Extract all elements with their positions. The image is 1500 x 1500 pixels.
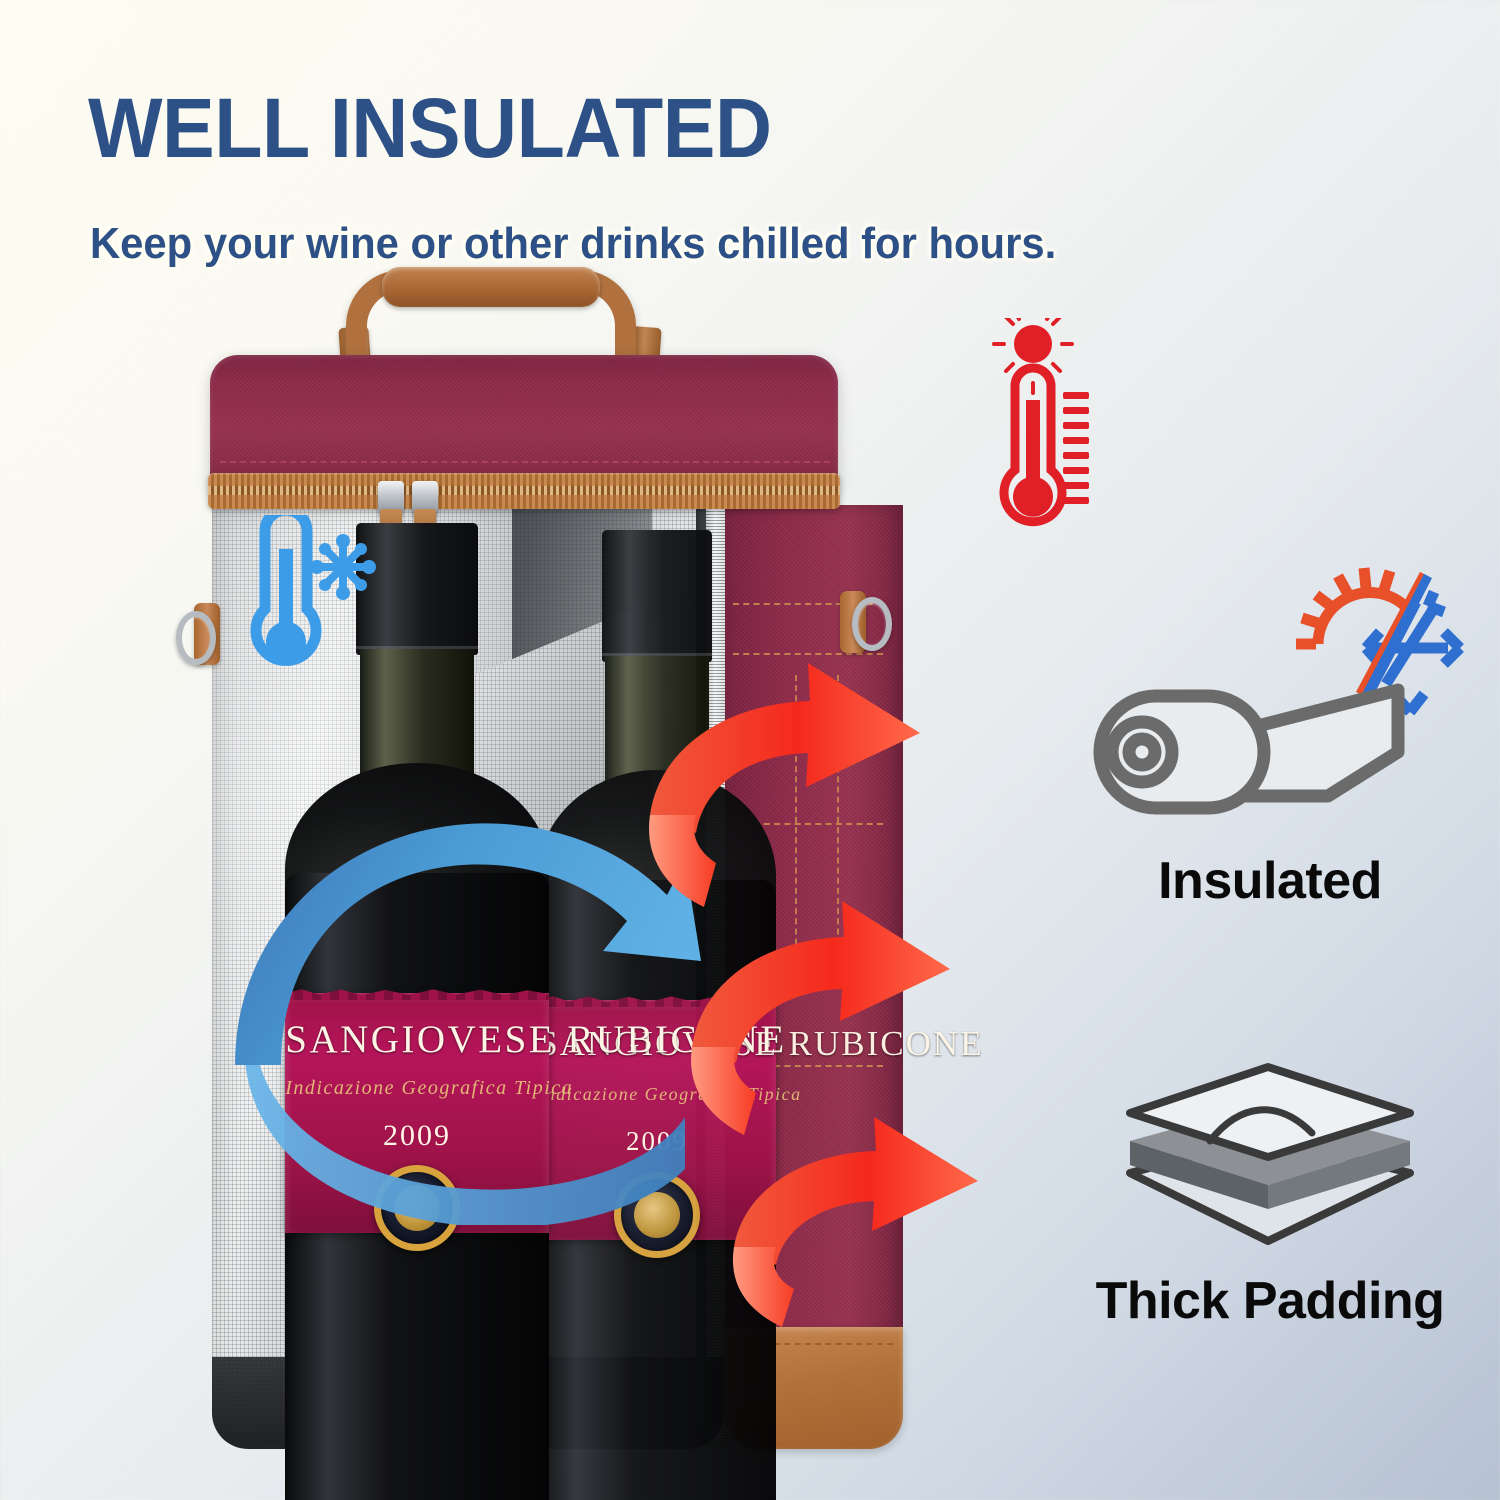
lid-stitching: [220, 461, 830, 463]
bag-lid: [210, 355, 838, 495]
shell-stitching: [795, 675, 797, 975]
shell-stitching: [733, 603, 883, 605]
zipper-teeth: [208, 486, 840, 495]
page-title: WELL INSULATED: [88, 81, 772, 175]
label-vintage-year: 2009: [383, 1119, 451, 1152]
label-subtitle: Indicazione Geografica Tipica: [285, 1077, 574, 1099]
product-image-wine-tote-bag: SANGIOVESE RUBICONE Indicazione Geografi…: [150, 265, 982, 1500]
layered-padding-sheets-icon: [1060, 1045, 1480, 1265]
feature-insulated: Insulated: [1060, 540, 1480, 911]
shell-stitching: [733, 823, 883, 825]
cold-thermometer-snowflake-icon: [235, 504, 385, 690]
dring-right: [852, 597, 892, 651]
shell-stitching: [733, 653, 883, 655]
bottle-capsule: [602, 530, 712, 662]
rolled-insulation-mat-icon: [1060, 540, 1480, 845]
blue-cold-swoosh-arrow: [215, 765, 725, 1230]
bottle-neck: [359, 649, 475, 779]
shell-stitching: [837, 675, 839, 975]
dring-left: [176, 611, 216, 665]
red-heat-spiral-arrows: [620, 645, 1120, 1350]
bottle-capsule: [356, 523, 478, 655]
feature-thick-padding-label: Thick Padding: [1095, 1272, 1445, 1330]
base-stitching: [733, 1343, 893, 1345]
shell-stitching: [733, 1065, 883, 1067]
feature-thick-padding: Thick Padding: [1060, 1045, 1480, 1331]
page-subtitle: Keep your wine or other drinks chilled f…: [90, 219, 1057, 268]
feature-insulated-label: Insulated: [1158, 852, 1382, 910]
hot-thermometer-sun-icon: [975, 303, 1121, 553]
handle-grip: [382, 267, 600, 307]
